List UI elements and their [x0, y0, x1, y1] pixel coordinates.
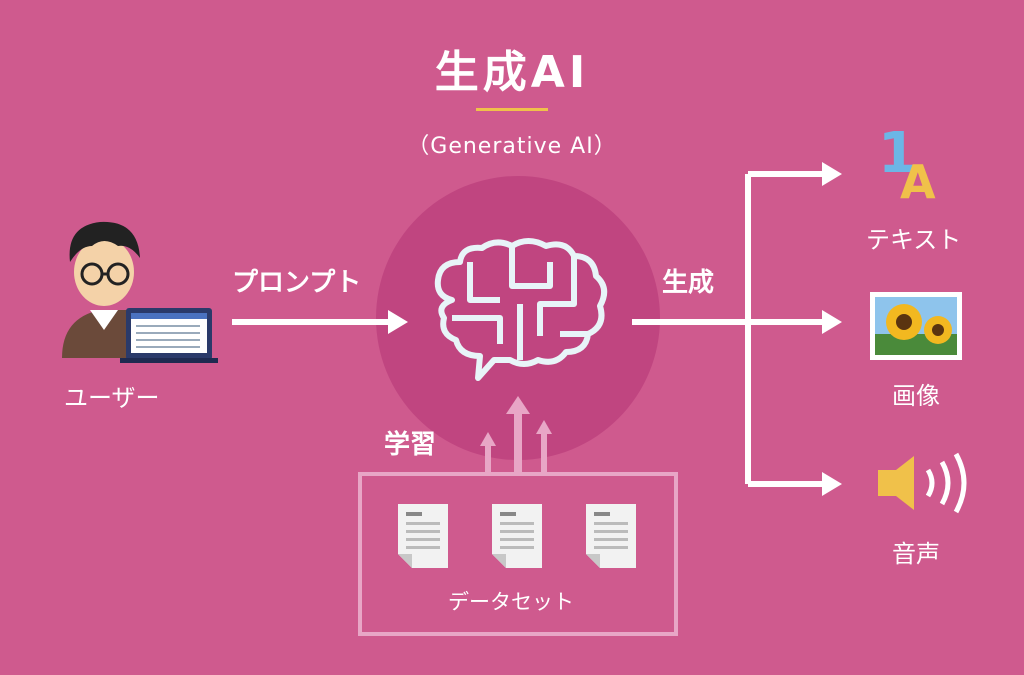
svg-text:A: A — [900, 155, 936, 209]
image-output-icon — [870, 292, 962, 360]
dataset-label: データセット — [448, 590, 574, 614]
audio-output-icon — [878, 452, 967, 514]
brain-icon — [434, 238, 608, 381]
text-output-label: テキスト — [866, 226, 962, 254]
arrow-head-audio — [822, 472, 842, 496]
document-icon-1 — [398, 504, 448, 568]
prompt-label: プロンプト — [232, 268, 362, 298]
page-title: 生成AI — [434, 47, 590, 98]
user-icon — [62, 221, 218, 363]
svg-text:1: 1 — [878, 121, 917, 186]
document-icon-2 — [492, 504, 542, 568]
generate-label: 生成 — [662, 268, 715, 298]
learning-label: 学習 — [384, 430, 437, 460]
text-output-icon: 1 A — [878, 121, 936, 209]
title-underline — [476, 108, 548, 111]
page-subtitle: （Generative AI） — [407, 134, 617, 159]
learning-arrows — [480, 396, 552, 474]
audio-output-label: 音声 — [892, 540, 940, 568]
user-label: ユーザー — [64, 384, 160, 412]
arrow-head-image — [822, 310, 842, 334]
image-output-label: 画像 — [892, 382, 940, 410]
dataset-box — [358, 472, 678, 636]
document-icon-3 — [586, 504, 636, 568]
prompt-arrow — [232, 310, 408, 334]
arrow-head-text — [822, 162, 842, 186]
generate-arrows — [632, 171, 828, 487]
